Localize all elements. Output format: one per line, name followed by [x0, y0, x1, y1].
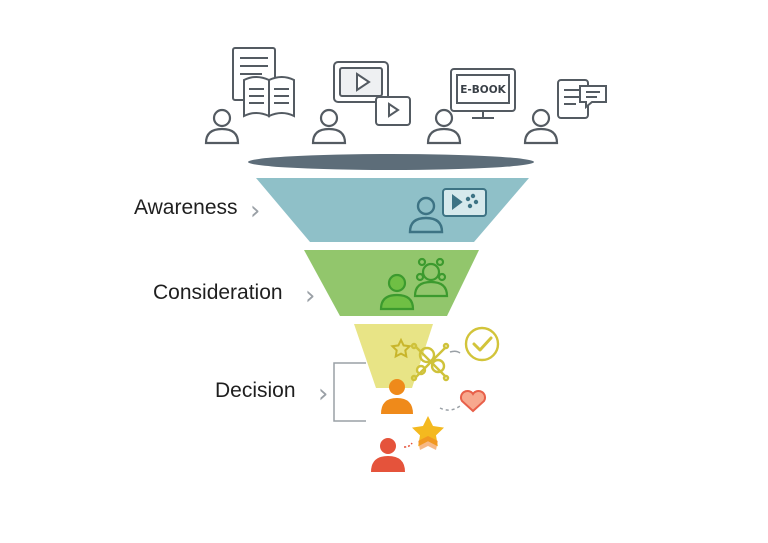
- decision-label: Decision: [215, 379, 296, 402]
- chevron-right-icon: ›: [250, 196, 261, 226]
- viewer-person-icon: [426, 108, 462, 145]
- chevron-right-icon: ›: [318, 379, 329, 409]
- customer-person-icon: [371, 438, 405, 472]
- check-circle-icon: [464, 326, 500, 362]
- tablet-chat-icon: [557, 79, 607, 119]
- open-book-icon: [232, 47, 295, 118]
- viewer-person-icon: [311, 108, 347, 145]
- viewer-person-icon: [523, 108, 559, 145]
- star-icon: [412, 416, 444, 447]
- connector-line: [439, 405, 461, 411]
- video-screen-icon: [442, 188, 487, 217]
- decision-bracket: [333, 362, 366, 422]
- awareness-section: [256, 178, 529, 242]
- ebook-label: E-BOOK: [460, 84, 506, 96]
- awareness-person-icon: [408, 196, 444, 234]
- video-player-icon: [333, 61, 411, 126]
- decision-section: [354, 324, 433, 388]
- star-shadow: [418, 436, 438, 450]
- group-network-icon: [413, 257, 449, 298]
- consideration-label: Consideration: [153, 281, 283, 304]
- consideration-person-icon: [379, 273, 415, 311]
- heart-icon: [459, 389, 487, 413]
- connector-line: [403, 442, 413, 448]
- gear-network-icon: [410, 342, 450, 382]
- funnel-rim: [248, 154, 534, 170]
- chevron-right-icon: ›: [305, 281, 316, 311]
- viewer-person-icon: [204, 108, 240, 145]
- decision-person-icon: [381, 379, 413, 414]
- awareness-label: Awareness: [134, 196, 238, 219]
- connector-line: [449, 350, 461, 354]
- star-outline-icon: [390, 337, 412, 359]
- ebook-monitor-icon: [450, 68, 516, 119]
